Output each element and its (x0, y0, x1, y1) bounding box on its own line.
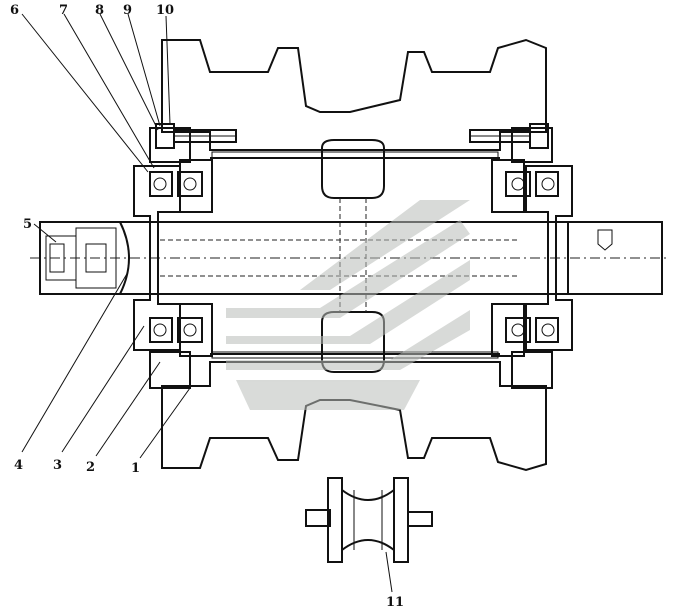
callout-6: 6 (10, 3, 19, 18)
callout-1: 1 (131, 461, 140, 476)
watermark-logo (226, 200, 470, 410)
roller-shell-upper (161, 38, 547, 151)
right-bolt (469, 123, 549, 149)
left-collar (133, 127, 191, 389)
right-upper-seal (505, 171, 559, 197)
roller-inset-view (305, 477, 433, 563)
callout-2: 2 (86, 460, 95, 475)
callout-5: 5 (23, 217, 32, 232)
right-shaft-end (567, 221, 663, 295)
callout-10: 10 (156, 3, 174, 18)
callout-8: 8 (95, 3, 104, 18)
right-collar (511, 127, 573, 389)
roller-shell-lower (161, 361, 547, 472)
callout-9: 9 (123, 3, 132, 18)
left-shaft-end (39, 221, 130, 295)
left-lower-seal (149, 317, 203, 343)
leader-lines (21, 13, 393, 593)
callout-3: 3 (53, 458, 62, 473)
right-lower-seal (505, 317, 559, 343)
left-upper-seal (149, 171, 203, 197)
bushings (179, 159, 525, 357)
callout-4: 4 (14, 458, 23, 473)
callout-7: 7 (59, 3, 68, 18)
left-bolt (155, 123, 237, 149)
callout-11: 11 (386, 595, 404, 610)
bore-lines (210, 151, 500, 359)
